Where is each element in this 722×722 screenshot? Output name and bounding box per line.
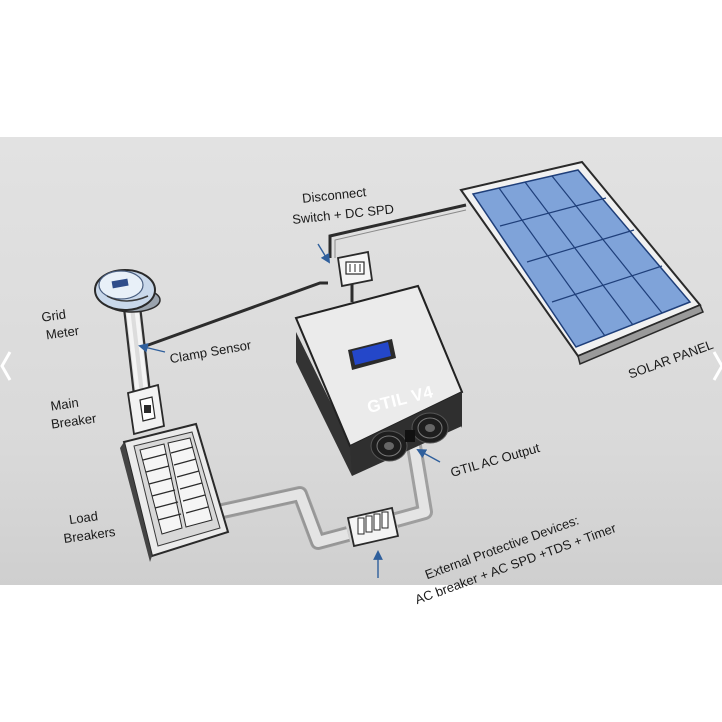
grid-meter-label-line2: Meter — [45, 323, 81, 343]
ac-output-arrow — [416, 449, 441, 463]
main-breaker-label-line2: Breaker — [50, 410, 98, 431]
cooling-fan-left — [370, 430, 408, 462]
gtil-inverter — [294, 284, 464, 476]
disconnect-label-line1: Disconnect — [301, 184, 367, 206]
load-breakers-label-line1: Load — [68, 508, 99, 527]
left-edge-chevron-icon — [0, 351, 12, 381]
right-edge-chevron-icon — [712, 351, 722, 381]
disconnect-switch — [336, 250, 374, 288]
grid-meter — [94, 269, 161, 313]
lcd-display — [348, 339, 396, 370]
cooling-fan-right — [411, 412, 449, 444]
clamp-sensor-cable — [139, 281, 328, 350]
main-breaker-label-line1: Main — [50, 395, 80, 414]
main-breaker — [126, 383, 166, 436]
disconnect-arrow — [317, 243, 331, 264]
clamp-sensor-arrow — [138, 343, 166, 353]
grid-meter-label-line1: Grid — [40, 307, 66, 325]
dc-wire-panel-to-disconnect — [328, 203, 467, 258]
solar-panel — [459, 160, 704, 366]
load-breaker-panel — [120, 422, 230, 562]
load-breakers-label-line2: Breakers — [63, 524, 117, 546]
protective-device-box — [346, 506, 400, 548]
